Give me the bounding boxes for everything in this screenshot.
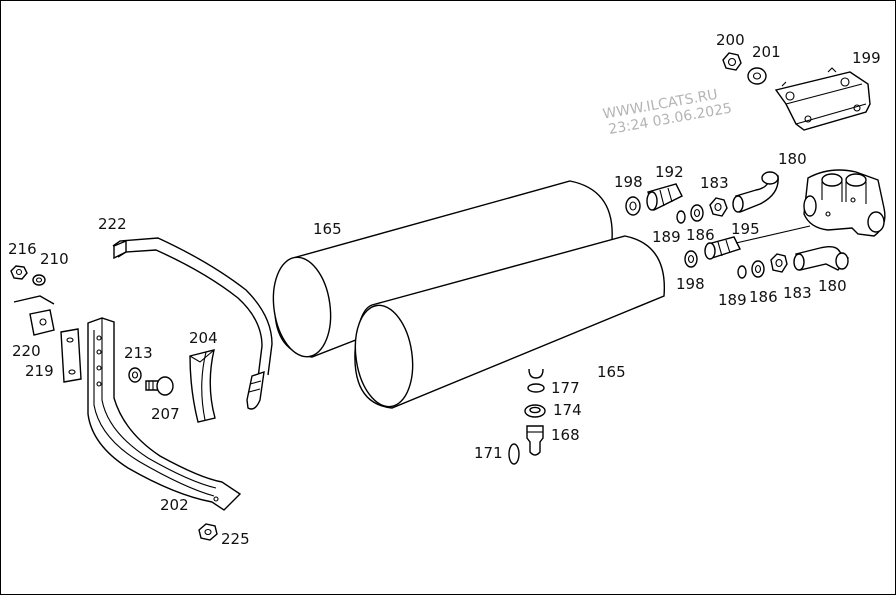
washer-201[interactable] (747, 67, 767, 85)
label-171: 171 (474, 444, 503, 462)
drain-seal-174[interactable] (524, 404, 546, 418)
air-tank-front[interactable] (349, 235, 666, 410)
label-204: 204 (189, 329, 218, 347)
valve-block[interactable] (803, 169, 886, 237)
label-186-upper: 186 (686, 226, 715, 244)
label-165-rear: 165 (313, 220, 342, 238)
label-183-lower: 183 (783, 284, 812, 302)
label-220: 220 (12, 342, 41, 360)
spring-washer-210[interactable] (32, 274, 46, 286)
label-213: 213 (124, 344, 153, 362)
washer-198-lower[interactable] (684, 250, 698, 268)
label-199: 199 (852, 49, 881, 67)
leader-line-195 (735, 225, 811, 244)
label-198-lower: 198 (676, 275, 705, 293)
label-207: 207 (151, 405, 180, 423)
label-183-upper: 183 (700, 174, 729, 192)
o-ring-171[interactable] (508, 443, 520, 465)
union-195[interactable] (704, 236, 741, 260)
label-201: 201 (752, 43, 781, 61)
label-189-upper: 189 (652, 228, 681, 246)
nut-216[interactable] (10, 265, 28, 280)
clamp-block-220[interactable] (13, 295, 55, 336)
nut-183-lower[interactable] (770, 253, 788, 273)
label-225: 225 (221, 530, 250, 548)
label-180-upper: 180 (778, 150, 807, 168)
bracket-202[interactable] (87, 317, 242, 511)
label-219: 219 (25, 362, 54, 380)
mounting-bracket-199[interactable] (774, 67, 871, 131)
label-189-lower: 189 (718, 291, 747, 309)
elbow-180-lower[interactable] (793, 245, 850, 271)
label-174: 174 (553, 401, 582, 419)
label-195: 195 (731, 220, 760, 238)
label-180-lower: 180 (818, 277, 847, 295)
washer-186-upper[interactable] (690, 204, 704, 222)
pad-219[interactable] (60, 328, 82, 383)
drain-valve-168[interactable] (526, 425, 544, 456)
seal-189-lower[interactable] (737, 265, 747, 279)
label-216: 216 (8, 240, 37, 258)
part-labels: 200 201 199 198 192 183 180 189 186 195 … (8, 31, 881, 548)
label-200: 200 (716, 31, 745, 49)
label-222: 222 (98, 215, 127, 233)
nut-200[interactable] (722, 52, 742, 71)
washer-213[interactable] (128, 367, 142, 383)
seal-189-upper[interactable] (676, 210, 686, 224)
air-tank-rear[interactable] (267, 180, 613, 360)
label-177: 177 (551, 379, 580, 397)
label-168: 168 (551, 426, 580, 444)
watermark: WWW.ILCATS.RU 23:24 03.06.2025 (602, 87, 734, 138)
tank-strap-222[interactable] (112, 237, 273, 410)
spacer-204[interactable] (189, 349, 216, 423)
union-192[interactable] (646, 183, 683, 211)
label-202: 202 (160, 496, 189, 514)
washer-198-upper[interactable] (625, 196, 641, 216)
label-210: 210 (40, 250, 69, 268)
nut-225[interactable] (198, 523, 218, 541)
label-186-lower: 186 (749, 288, 778, 306)
nut-183-upper[interactable] (709, 197, 728, 217)
label-192: 192 (655, 163, 684, 181)
elbow-180-upper[interactable] (732, 171, 779, 213)
bolt-207[interactable] (145, 376, 174, 396)
label-198-upper: 198 (614, 173, 643, 191)
washer-186-lower[interactable] (751, 260, 765, 278)
label-165-front: 165 (597, 363, 626, 381)
drain-washer-177[interactable] (527, 383, 545, 393)
